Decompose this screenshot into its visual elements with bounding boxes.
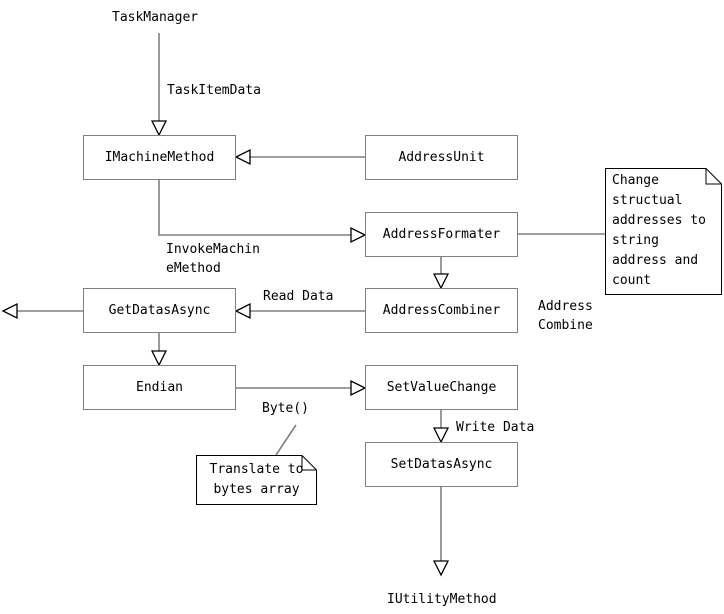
note-text: Translate to bytes array bbox=[209, 462, 304, 497]
node-addressformater[interactable]: AddressFormater bbox=[365, 212, 518, 257]
node-label: GetDatasAsync bbox=[108, 303, 211, 318]
node-imachinemethod[interactable]: IMachineMethod bbox=[83, 135, 236, 180]
note-shape bbox=[196, 455, 317, 505]
node-label: Endian bbox=[136, 380, 183, 395]
arrowhead-into-imachinemethod-top bbox=[150, 120, 168, 137]
edge-label-taskitemdata: TaskItemData bbox=[167, 83, 261, 98]
arrowhead-into-getdatasasync bbox=[234, 302, 251, 320]
note-translate[interactable]: Translate to bytes array bbox=[196, 455, 317, 505]
arrowhead-into-setvaluechange bbox=[350, 379, 367, 397]
edge-label-invokemachinemethod: InvokeMachin eMethod bbox=[166, 242, 260, 276]
label-iutilitymethod: IUtilityMethod bbox=[387, 592, 497, 607]
arrowhead-out-left bbox=[1, 302, 18, 320]
node-getdatasasync[interactable]: GetDatasAsync bbox=[83, 288, 236, 333]
edge-imachinemethod-to-addressformater bbox=[158, 180, 358, 236]
arrowhead-into-addressformater bbox=[350, 226, 367, 244]
note-text: Change structual addresses to string add… bbox=[612, 173, 706, 288]
arrowhead-into-addresscombiner bbox=[432, 273, 450, 290]
node-label: AddressFormater bbox=[382, 227, 501, 242]
node-label: SetDatasAsync bbox=[390, 457, 493, 472]
leader-note-translate bbox=[275, 424, 297, 456]
arrowhead-into-iutilitymethod bbox=[432, 560, 450, 577]
label-taskmanager: TaskManager bbox=[112, 10, 199, 25]
node-label: IMachineMethod bbox=[104, 150, 215, 165]
edge-label-writedata: Write Data bbox=[456, 420, 535, 435]
note-address[interactable]: Change structual addresses to string add… bbox=[605, 168, 722, 295]
node-label: AddressUnit bbox=[398, 150, 485, 165]
node-setvaluechange[interactable]: SetValueChange bbox=[365, 365, 518, 410]
node-endian[interactable]: Endian bbox=[83, 365, 236, 410]
arrowhead-into-setdatasasync bbox=[432, 427, 450, 444]
node-addresscombiner[interactable]: AddressCombiner bbox=[365, 288, 518, 333]
node-label: SetValueChange bbox=[386, 380, 497, 395]
node-label: AddressCombiner bbox=[382, 303, 501, 318]
note-shape bbox=[605, 168, 722, 295]
arrowhead-into-endian bbox=[150, 350, 168, 367]
edge-label-readdata: Read Data bbox=[263, 289, 334, 304]
arrowhead-into-imachinemethod-right bbox=[234, 148, 251, 166]
edge-label-byte: Byte() bbox=[262, 401, 309, 416]
node-setdatasasync[interactable]: SetDatasAsync bbox=[365, 442, 518, 487]
edge-label-addresscombine: Address Combine bbox=[538, 299, 593, 333]
node-addressunit[interactable]: AddressUnit bbox=[365, 135, 518, 180]
